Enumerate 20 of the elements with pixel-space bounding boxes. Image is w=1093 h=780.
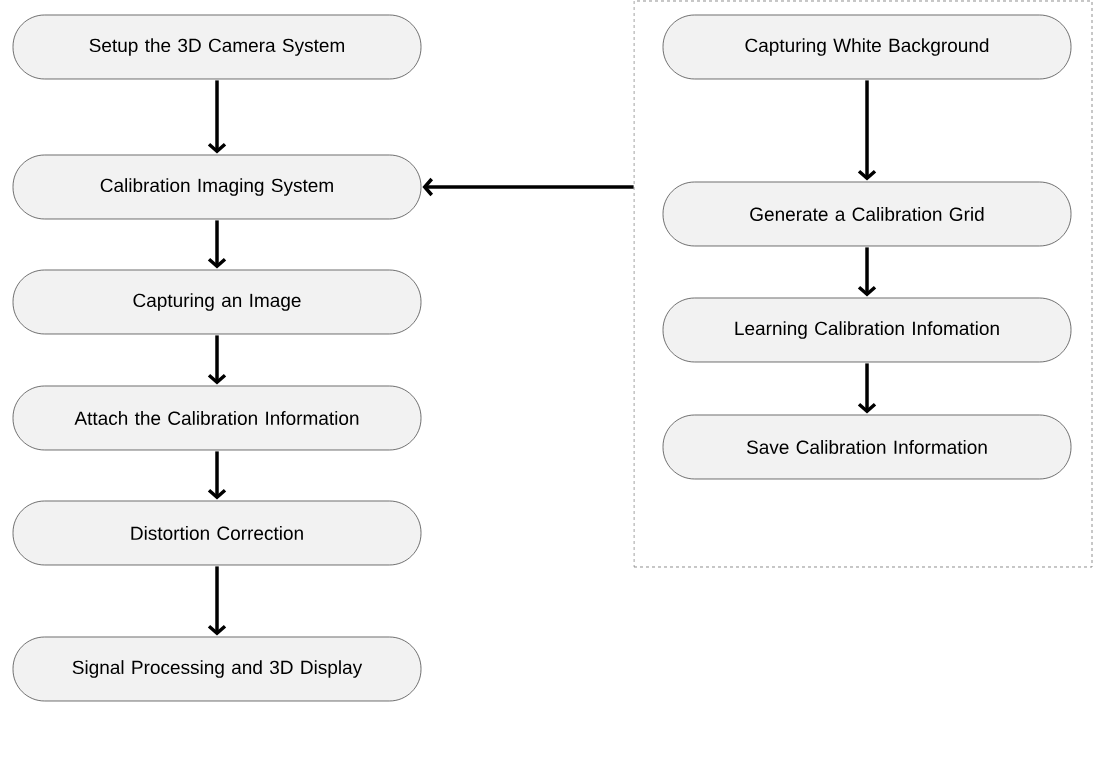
arrow <box>857 363 877 414</box>
arrow <box>422 177 634 197</box>
arrow <box>857 80 877 181</box>
process-box: Learning Calibration Infomation <box>662 297 1072 363</box>
arrow <box>207 566 227 636</box>
process-box: Distortion Correction <box>12 500 422 566</box>
process-box: Calibration Imaging System <box>12 154 422 220</box>
process-box: Capturing White Background <box>662 14 1072 80</box>
arrow <box>207 451 227 500</box>
process-box: Capturing an Image <box>12 269 422 335</box>
arrow <box>207 80 227 154</box>
process-box: Signal Processing and 3D Display <box>12 636 422 702</box>
arrow <box>207 220 227 269</box>
arrow <box>857 247 877 297</box>
arrow <box>207 335 227 385</box>
dashed-frame <box>633 0 1093 568</box>
process-box: Attach the Calibration Information <box>12 385 422 451</box>
process-box: Generate a Calibration Grid <box>662 181 1072 247</box>
process-box: Setup the 3D Camera System <box>12 14 422 80</box>
process-box: Save Calibration Information <box>662 414 1072 480</box>
